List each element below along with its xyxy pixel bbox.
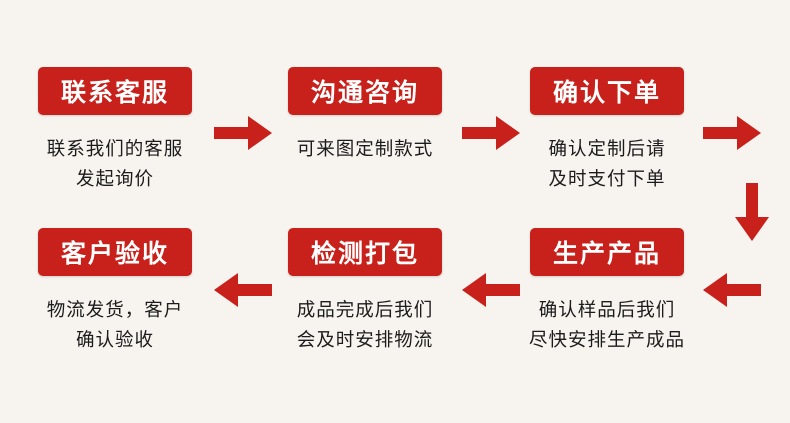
step-title: 确认下单 [530,67,684,115]
step-production: 生产产品 确认样品后我们 尽快安排生产成品 [518,228,696,356]
step-description: 确认定制后请 及时支付下单 [548,139,666,190]
step-description: 可来图定制款式 [296,139,434,160]
step-description: 联系我们的客服 发起询价 [46,139,184,190]
step-contact-service: 联系客服 联系我们的客服 发起询价 [26,67,204,195]
arrow-right-icon [462,116,520,150]
step-title: 联系客服 [38,67,192,115]
step-place-order: 确认下单 确认定制后请 及时支付下单 [518,67,696,195]
step-description: 成品完成后我们 会及时安排物流 [296,300,434,351]
arrow-left-icon [462,273,520,307]
arrow-right-icon [214,116,272,150]
step-description: 物流发货，客户 确认验收 [46,300,184,351]
arrow-right-icon [703,116,761,150]
step-inspection-packing: 检测打包 成品完成后我们 会及时安排物流 [276,228,454,356]
step-title: 生产产品 [530,228,684,276]
arrow-down-icon [735,183,769,241]
step-title: 沟通咨询 [288,67,442,115]
step-title: 检测打包 [288,228,442,276]
step-title: 客户验收 [38,228,192,276]
arrow-left-icon [214,273,272,307]
step-customer-acceptance: 客户验收 物流发货，客户 确认验收 [26,228,204,356]
arrow-left-icon [703,273,761,307]
step-description: 确认样品后我们 尽快安排生产成品 [528,300,685,351]
step-consultation: 沟通咨询 可来图定制款式 [276,67,454,165]
